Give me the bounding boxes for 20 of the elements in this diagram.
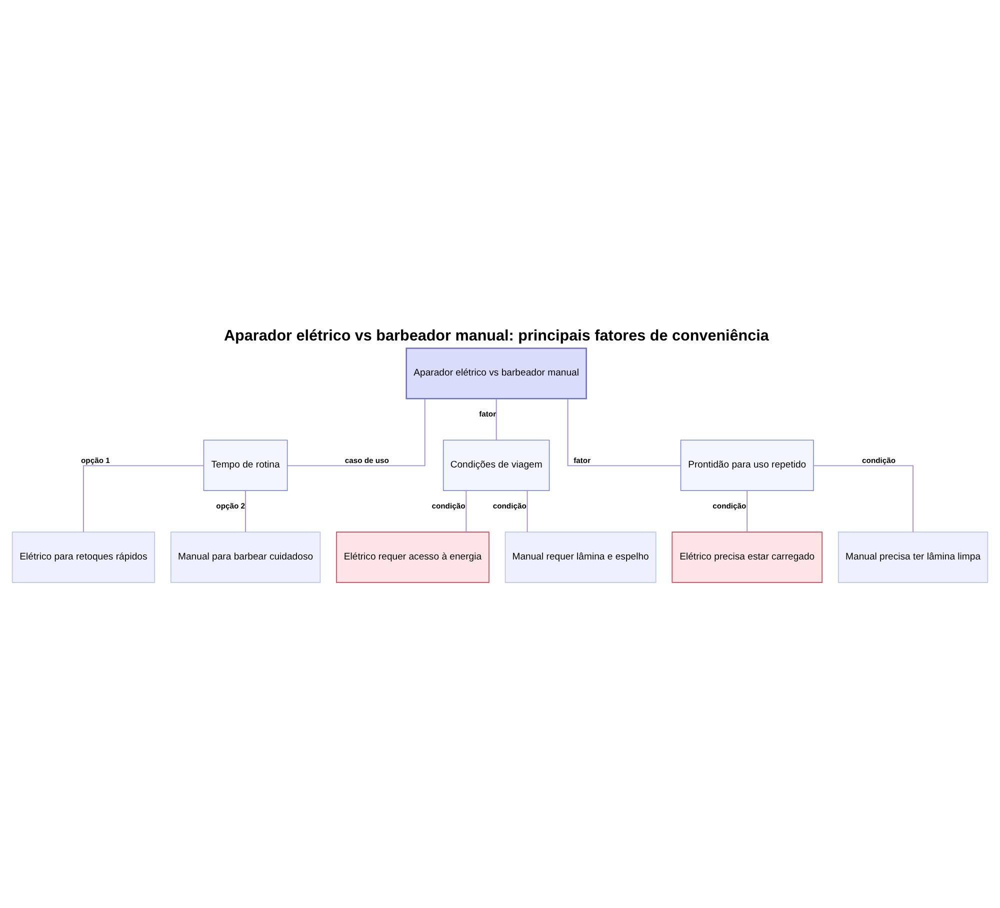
connector bbox=[746, 490, 748, 532]
node-box: Elétrico para retoques rápidos bbox=[12, 531, 156, 582]
connector bbox=[813, 464, 914, 532]
connector bbox=[466, 490, 467, 532]
node-box: Elétrico precisa estar carregado bbox=[672, 531, 823, 582]
node-box: Tempo de rotina bbox=[203, 439, 288, 490]
node-box: Manual para barbear cuidadoso bbox=[170, 531, 321, 582]
diagram-title: Aparador elétrico vs barbeador manual: principais fatores de conveniência bbox=[224, 327, 769, 344]
connector bbox=[82, 464, 204, 532]
node-box: Prontidão para uso repetido bbox=[680, 439, 814, 490]
node-box: Aparador elétrico vs barbeador manual bbox=[406, 347, 587, 399]
node-box: Manual precisa ter lâmina limpa bbox=[838, 531, 988, 582]
connector bbox=[496, 398, 497, 440]
connector bbox=[526, 490, 528, 532]
connector bbox=[567, 398, 682, 466]
node-box: Elétrico requer acesso à energia bbox=[336, 531, 490, 582]
connector bbox=[245, 490, 246, 532]
node-box: Manual requer lâmina e espelho bbox=[504, 531, 656, 582]
connector bbox=[286, 398, 426, 466]
node-box: Condições de viagem bbox=[442, 439, 550, 490]
